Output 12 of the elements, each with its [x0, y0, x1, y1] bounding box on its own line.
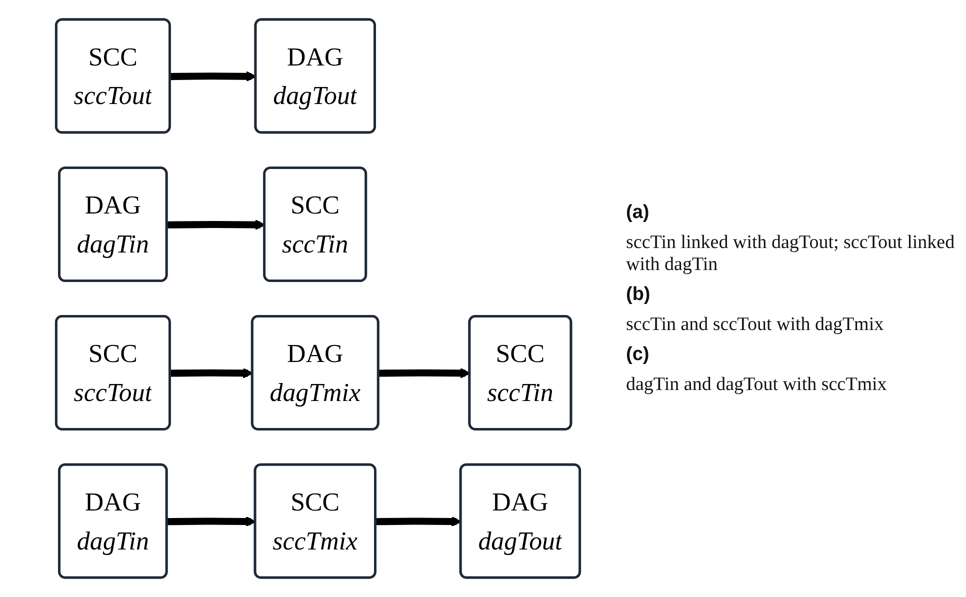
panel-label: (a)	[626, 202, 650, 224]
arrow	[170, 71, 256, 82]
arrow	[167, 516, 256, 527]
panel-caption: dagTin and dagTout with sccTmix	[626, 374, 888, 396]
arrow	[378, 368, 470, 378]
panel-caption: sccTin and sccTout with dagTmix	[626, 314, 885, 336]
arrow	[170, 368, 254, 378]
panel-label: (b)	[626, 284, 652, 306]
arrow	[167, 220, 266, 230]
panel-label: (c)	[626, 344, 650, 366]
arrow	[376, 516, 462, 527]
panel-caption: sccTin linked with dagTout; sccTout linked with dagTin	[626, 232, 956, 276]
